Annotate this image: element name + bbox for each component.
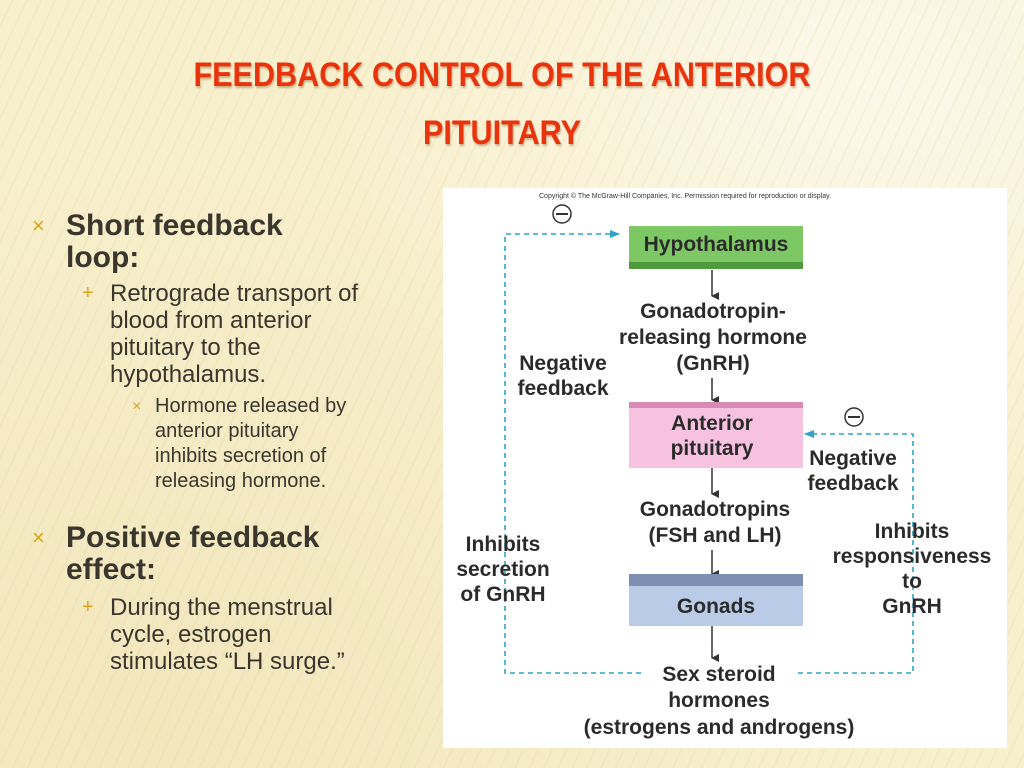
minus-symbol-right [844,407,864,427]
gonadotropins-label-line: (FSH and LH) [649,524,782,547]
pituitary-box-top [629,402,803,408]
anterior-pituitary-label-line: pituitary [671,437,754,460]
left-feedback-path [504,230,641,674]
right-feedback-path [798,430,914,674]
hypothalamus-box [629,226,803,262]
bullet-short-feedback: × Short feedback loop: [30,210,430,274]
sub-bullet-retrograde: + Retrograde transport of blood from ant… [30,280,430,388]
copyright-text: Copyright © The McGraw-Hill Companies, I… [539,192,831,200]
sub-sub-bullet-line: anterior pituitary [155,420,299,442]
inhibits-left-line: Inhibits [466,533,541,556]
bullet-plus-icon: + [82,596,94,618]
sub-bullet-menstrual: + During the menstrual cycle, estrogen s… [30,594,430,675]
bullet-heading-line: Short feedback [66,209,283,242]
negative-feedback-left-line: Negative [519,352,607,375]
gnrh-label-line: Gonadotropin- [640,300,786,323]
sub-bullet-line: hypothalamus. [110,361,267,388]
inhibits-left-line: of GnRH [460,583,545,606]
sub-sub-bullet-hormone: × Hormone released by anterior pituitary… [30,394,430,494]
sub-sub-bullet-line: inhibits secretion of [155,445,327,467]
bullet-x-icon: × [132,398,142,415]
bullet-heading-line: Positive feedback [66,521,320,554]
sub-bullet-line: stimulates “LH surge.” [110,648,345,675]
sub-bullet-line: cycle, estrogen [110,621,272,648]
inhibits-left-line: secretion [456,558,549,581]
gonads-box [629,586,803,626]
negative-feedback-right-line: feedback [807,472,898,495]
gonadotropins-label-line: Gonadotropins [640,498,791,521]
title-line-2: PITUITARY [422,114,582,152]
feedback-diagram: Copyright © The McGraw-Hill Companies, I… [443,188,1007,748]
sub-sub-bullet-line: releasing hormone. [155,470,327,492]
bullet-list: × Short feedback loop: + Retrograde tran… [30,210,430,676]
sub-bullet-line: blood from anterior [110,307,312,334]
inhibits-right-line: Inhibits [875,520,950,543]
slide-title: FEEDBACK CONTROL OF THE ANTERIOR PITUITA… [140,46,864,162]
bullet-x-icon: × [32,525,45,550]
anterior-pituitary-box [629,408,803,468]
inhibits-right-line: GnRH [882,595,942,618]
hypothalamus-box-shadow [629,262,803,269]
minus-symbol-top [552,204,572,224]
bullet-heading-line: effect: [66,553,157,586]
gnrh-label-line: (GnRH) [676,352,749,375]
gnrh-label-line: releasing hormone [619,326,807,349]
bullet-heading-line: loop: [66,241,140,274]
bullet-positive-feedback: × Positive feedback effect: [30,522,430,586]
negative-feedback-left-line: feedback [517,377,608,400]
anterior-pituitary-label-line: Anterior [671,412,753,435]
gonads-label: Gonads [677,595,755,618]
gonads-box-top [629,574,803,586]
sub-bullet-line: During the menstrual [110,594,333,621]
sex-steroids-label-line: hormones [668,689,770,712]
sub-sub-bullet-line: Hormone released by [155,395,347,417]
hypothalamus-label: Hypothalamus [644,233,789,256]
title-line-1: FEEDBACK CONTROL OF THE ANTERIOR [193,56,811,94]
negative-feedback-right-line: Negative [809,447,897,470]
inhibits-right-line: responsiveness [833,545,992,568]
bullet-plus-icon: + [82,282,94,304]
inhibits-right-line: to [902,570,922,593]
sub-bullet-line: pituitary to the [110,334,261,361]
bullet-x-icon: × [32,213,45,238]
sex-steroids-label-line: Sex steroid [662,663,775,686]
sub-bullet-line: Retrograde transport of [110,280,359,307]
sex-steroids-label-line: (estrogens and androgens) [584,716,855,739]
